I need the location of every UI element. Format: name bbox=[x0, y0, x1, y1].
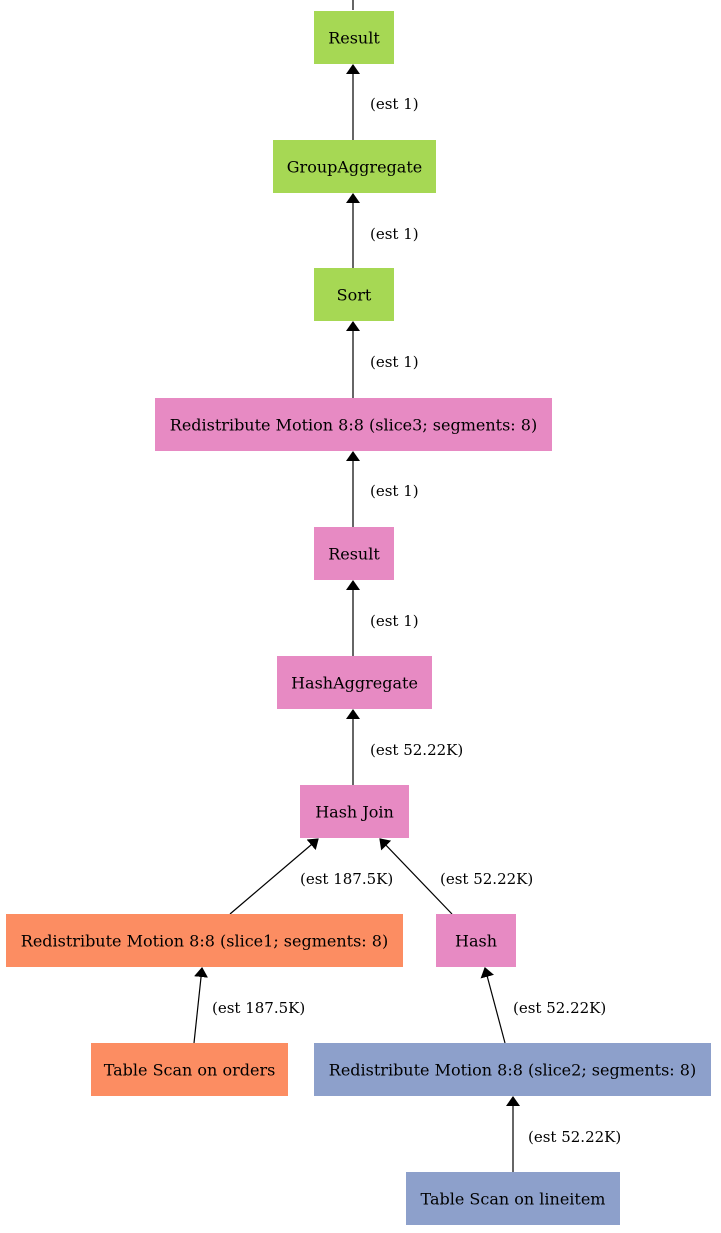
edge-label-redistribute-slice3: (est 1) bbox=[370, 353, 419, 371]
node-result-top: Result bbox=[314, 11, 394, 64]
edge-label-result-mid: (est 1) bbox=[370, 482, 419, 500]
node-label-table-scan-orders: Table Scan on orders bbox=[104, 1061, 276, 1080]
node-box-hash-aggregate bbox=[277, 656, 432, 709]
node-redistribute-slice2: Redistribute Motion 8:8 (slice2; segment… bbox=[314, 1043, 711, 1096]
edge-label-hash-join: (est 52.22K) bbox=[370, 741, 463, 759]
node-box-group-aggregate bbox=[273, 140, 436, 193]
node-box-hash-join bbox=[300, 785, 409, 838]
node-box-table-scan-orders bbox=[91, 1043, 288, 1096]
edge-label-hash-aggregate: (est 1) bbox=[370, 612, 419, 630]
node-sort: Sort bbox=[314, 268, 394, 321]
node-table-scan-lineitem: Table Scan on lineitem bbox=[406, 1172, 620, 1225]
node-label-sort: Sort bbox=[337, 286, 372, 305]
edges-layer: (est 1) (est 1) (est 1) (est 1) (est 1) (est … bbox=[193, 64, 621, 1172]
node-hash: Hash bbox=[436, 914, 516, 967]
node-box-redistribute-slice3 bbox=[155, 398, 552, 451]
node-label-result-mid: Result bbox=[328, 545, 380, 564]
edge-label-group-aggregate: (est 1) bbox=[370, 95, 419, 113]
node-table-scan-orders: Table Scan on orders bbox=[91, 1043, 288, 1096]
edge-redistribute-slice1-to-hash-join bbox=[229, 838, 319, 915]
node-label-hash: Hash bbox=[455, 932, 497, 951]
edge-label-table-scan-orders: (est 187.5K) bbox=[212, 999, 305, 1017]
node-box-hash bbox=[436, 914, 516, 967]
node-group-aggregate: GroupAggregate bbox=[273, 140, 436, 193]
node-hash-join: Hash Join bbox=[300, 785, 409, 838]
node-box-result-top bbox=[314, 11, 394, 64]
node-box-sort bbox=[314, 268, 394, 321]
node-label-redistribute-slice3: Redistribute Motion 8:8 (slice3; segment… bbox=[170, 416, 537, 435]
edge-label-redistribute-slice1: (est 187.5K) bbox=[300, 870, 393, 888]
node-box-table-scan-lineitem bbox=[406, 1172, 620, 1225]
edge-label-table-scan-lineitem: (est 52.22K) bbox=[528, 1128, 621, 1146]
edge-redistribute-slice2-to-hash bbox=[480, 967, 506, 1044]
edge-label-hash: (est 52.22K) bbox=[440, 870, 533, 888]
edge-table-scan-orders-to-redistribute-slice1 bbox=[193, 967, 209, 1044]
edge-label-redistribute-slice2: (est 52.22K) bbox=[513, 999, 606, 1017]
edge-label-sort: (est 1) bbox=[370, 225, 419, 243]
node-box-redistribute-slice1 bbox=[6, 914, 403, 967]
node-redistribute-slice1: Redistribute Motion 8:8 (slice1; segment… bbox=[6, 914, 403, 967]
node-label-table-scan-lineitem: Table Scan on lineitem bbox=[421, 1190, 606, 1209]
node-label-redistribute-slice2: Redistribute Motion 8:8 (slice2; segment… bbox=[329, 1061, 696, 1080]
node-label-result-top: Result bbox=[328, 29, 380, 48]
node-box-redistribute-slice2 bbox=[314, 1043, 711, 1096]
node-redistribute-slice3: Redistribute Motion 8:8 (slice3; segment… bbox=[155, 398, 552, 451]
node-label-group-aggregate: GroupAggregate bbox=[287, 158, 422, 177]
node-result-mid: Result bbox=[314, 527, 394, 580]
edge-hash-to-hash-join bbox=[379, 838, 453, 915]
node-box-result-mid bbox=[314, 527, 394, 580]
node-label-hash-aggregate: HashAggregate bbox=[291, 674, 418, 693]
node-label-hash-join: Hash Join bbox=[315, 803, 394, 822]
node-label-redistribute-slice1: Redistribute Motion 8:8 (slice1; segment… bbox=[21, 932, 388, 951]
node-hash-aggregate: HashAggregate bbox=[277, 656, 432, 709]
